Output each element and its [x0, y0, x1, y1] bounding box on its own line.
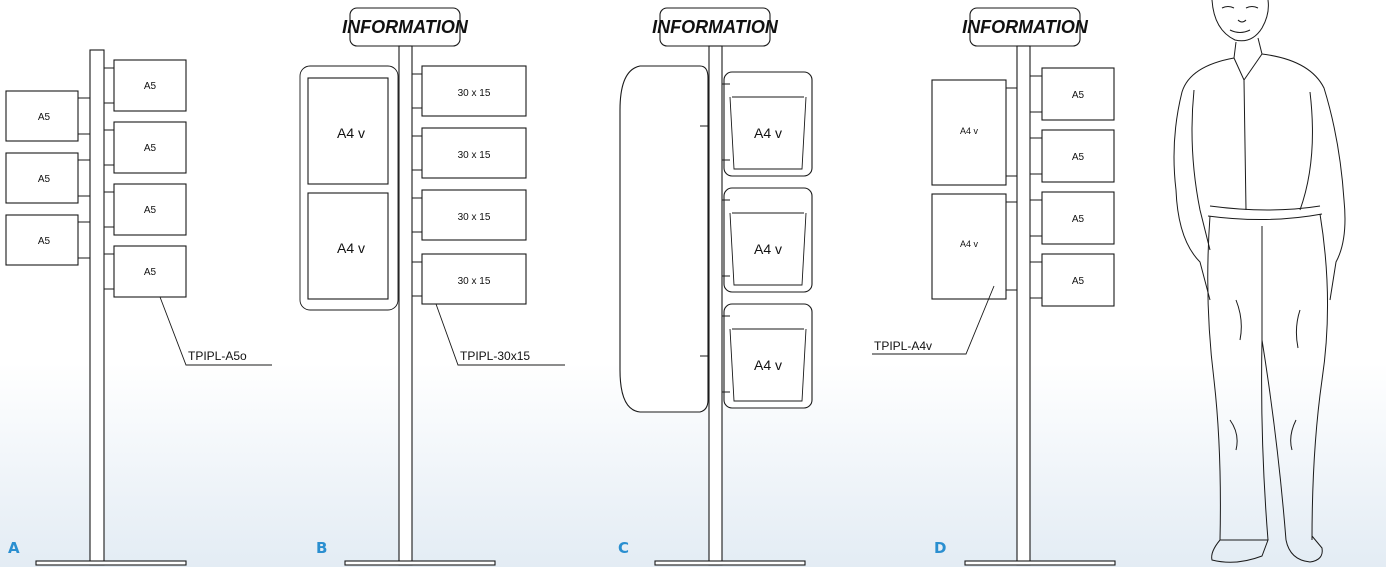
stand-d-letter: D [934, 539, 946, 557]
stand-b-label-2: A4 v [337, 240, 365, 256]
stand-b-leader-line [435, 303, 565, 366]
stand-b-side-rail [299, 65, 399, 311]
stand-a-label-3: A5 [38, 236, 51, 247]
stand-b-label-6: 30 x 15 [458, 276, 491, 287]
stand-b-base [344, 560, 496, 566]
stand-d-sign-text: INFORMATION [962, 17, 1089, 37]
stand-a-label-6: A5 [144, 205, 157, 216]
stand-b-pole [398, 45, 413, 566]
stand-b-label-3: 30 x 15 [458, 88, 491, 99]
stand-b-part-code: TPIPL-30x15 [460, 349, 530, 363]
stand-c-label-1: A4 v [754, 125, 782, 141]
stand-a-part-code: TPIPL-A5o [188, 349, 247, 363]
stand-b-label-5: 30 x 15 [458, 212, 491, 223]
stand-b-label-1: A4 v [337, 125, 365, 141]
stand-d-label-4: A5 [1072, 152, 1085, 163]
stand-a-pole [89, 49, 105, 566]
stand-d-pole [1016, 45, 1031, 566]
stand-a-right-frames [104, 59, 187, 298]
stand-a-label-4: A5 [144, 81, 157, 92]
stand-d-part-code: TPIPL-A4v [874, 339, 932, 353]
stand-a-label-2: A5 [38, 174, 51, 185]
stand-b-right-frames [412, 65, 527, 305]
stand-d-label-6: A5 [1072, 276, 1085, 287]
stand-a-label-7: A5 [144, 267, 157, 278]
stand-b-letter: B [316, 539, 327, 557]
stand-d-left-frames [931, 79, 1017, 300]
stand-a-label-5: A5 [144, 143, 157, 154]
stand-c-pole [708, 45, 723, 566]
stand-a-label-1: A5 [38, 112, 51, 123]
stand-b-left-frames [307, 77, 389, 300]
stand-d-leader-line [872, 285, 995, 355]
stand-c-sign-text: INFORMATION [652, 17, 779, 37]
stand-d-label-5: A5 [1072, 214, 1085, 225]
person-scale-figure [1173, 0, 1346, 563]
stand-d-right-frames [1030, 67, 1115, 307]
stand-c-label-2: A4 v [754, 241, 782, 257]
stand-c-base [654, 560, 806, 566]
stand-d-label-1: A4 v [960, 126, 979, 136]
stand-c-curved-panel [619, 65, 709, 413]
stand-a-base [35, 560, 187, 566]
stand-c-brochure-holders [722, 71, 813, 409]
stand-a-left-frames [5, 90, 90, 266]
stand-b-label-4: 30 x 15 [458, 150, 491, 161]
stand-c-label-3: A4 v [754, 357, 782, 373]
stand-a-leader-line [159, 296, 272, 366]
stand-d-label-2: A4 v [960, 239, 979, 249]
stand-a: A5 A5 A5 A5 A5 A5 A5 TPIPL-A5o A [5, 49, 272, 566]
stand-d: INFORMATION A4 v A4 v A5 A5 A5 A5 TPIPL-… [872, 7, 1116, 566]
stand-c-letter: C [618, 539, 629, 557]
stand-d-label-3: A5 [1072, 90, 1085, 101]
stand-b: INFORMATION A4 v A4 v 30 x 15 30 x 15 30… [299, 7, 565, 566]
stand-a-letter: A [8, 539, 20, 557]
stand-d-base [964, 560, 1116, 566]
stand-b-sign-text: INFORMATION [342, 17, 469, 37]
stand-c: INFORMATION A4 v A4 v A4 v C [618, 7, 813, 566]
